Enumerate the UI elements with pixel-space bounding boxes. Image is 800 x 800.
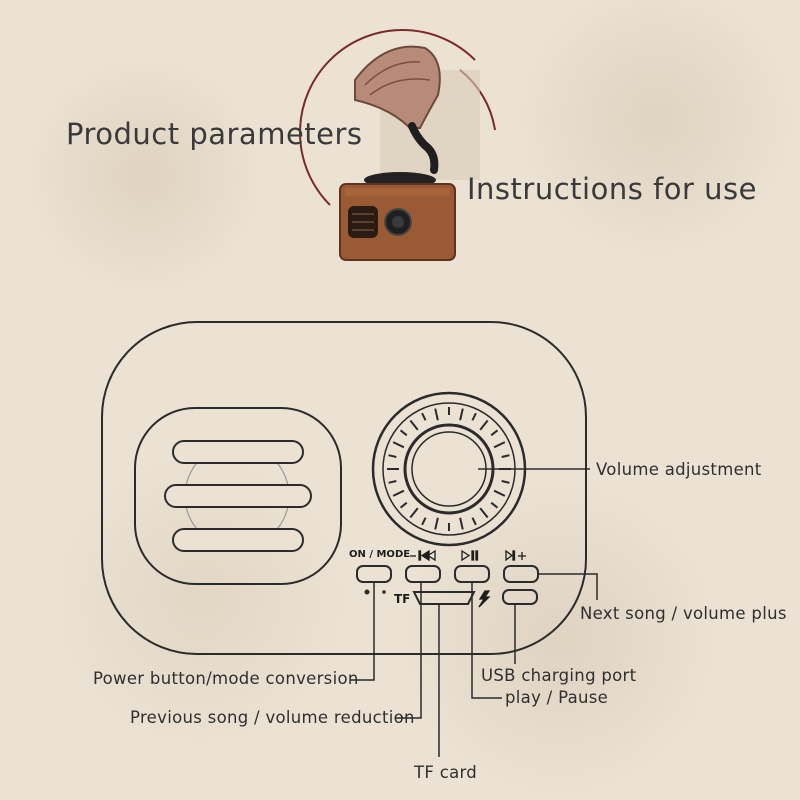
on-mode-mark: ON / MODE bbox=[349, 549, 411, 560]
on-mode-button bbox=[356, 565, 392, 583]
dial-tick bbox=[409, 419, 419, 431]
horn-detail-2 bbox=[369, 78, 431, 96]
usb-port bbox=[502, 589, 538, 605]
leader-previous bbox=[395, 582, 422, 719]
dial-tick bbox=[392, 489, 405, 497]
dial-tick bbox=[388, 454, 397, 458]
dial-tick bbox=[493, 489, 506, 497]
grille-bar-top bbox=[172, 440, 304, 464]
dial-tick bbox=[409, 507, 419, 519]
knob-center bbox=[392, 216, 404, 228]
leader-next bbox=[538, 573, 598, 600]
dial-tick bbox=[459, 517, 464, 530]
grille-bar-middle bbox=[164, 484, 312, 508]
dial-tick bbox=[501, 454, 510, 458]
dial-tick bbox=[479, 507, 489, 519]
dial-ticks bbox=[387, 407, 511, 531]
label-tf-card: TF card bbox=[414, 763, 478, 782]
leader-play bbox=[471, 582, 502, 699]
speaker-outline bbox=[101, 321, 587, 655]
tf-mark: TF bbox=[394, 592, 411, 606]
horn-detail bbox=[364, 61, 421, 86]
heading-product-parameters: Product parameters bbox=[66, 117, 363, 151]
dial-tick bbox=[434, 517, 439, 530]
label-volume-adjustment: Volume adjustment bbox=[596, 460, 762, 479]
play-pause-button bbox=[454, 565, 490, 583]
indicator-dot-small bbox=[382, 590, 386, 594]
label-next-song: Next song / volume plus bbox=[580, 604, 787, 623]
label-power-button: Power button/mode conversion bbox=[93, 669, 359, 688]
grille-frame bbox=[134, 407, 342, 585]
dial-tick bbox=[421, 412, 427, 421]
charging-icon bbox=[478, 590, 491, 608]
previous-button bbox=[405, 565, 441, 583]
dial-tick bbox=[388, 480, 397, 484]
next-track-icon bbox=[505, 549, 526, 562]
dial-tick bbox=[399, 429, 408, 437]
dial-tick bbox=[490, 429, 499, 437]
dial-knob-inner bbox=[411, 431, 487, 507]
label-play-pause: play / Pause bbox=[505, 688, 609, 707]
tonearm bbox=[408, 122, 439, 174]
dial-tick bbox=[471, 517, 477, 526]
play-pause-icon bbox=[461, 549, 479, 562]
dial-tick bbox=[421, 517, 427, 526]
grille-bar-bottom bbox=[172, 528, 304, 552]
horn bbox=[354, 45, 441, 129]
wood-grain bbox=[345, 188, 450, 196]
leader-power bbox=[350, 582, 375, 681]
tf-card-slot bbox=[412, 591, 476, 605]
dial-tick bbox=[399, 501, 408, 509]
previous-track-icon bbox=[410, 549, 436, 562]
label-usb-port: USB charging port bbox=[481, 666, 637, 685]
next-button bbox=[503, 565, 539, 583]
indicator-dot bbox=[364, 589, 370, 595]
heading-instructions-for-use: Instructions for use bbox=[467, 172, 757, 206]
label-previous-song: Previous song / volume reduction bbox=[130, 708, 415, 727]
dial-tick bbox=[434, 408, 439, 421]
dial-tick bbox=[479, 419, 489, 431]
dial-tick bbox=[392, 441, 405, 449]
dial-tick bbox=[459, 408, 464, 421]
dial-tick bbox=[493, 441, 506, 449]
dial-tick bbox=[471, 412, 477, 421]
dial-tick bbox=[501, 480, 510, 484]
decorative-arc bbox=[298, 28, 476, 206]
dial-tick bbox=[490, 501, 499, 509]
